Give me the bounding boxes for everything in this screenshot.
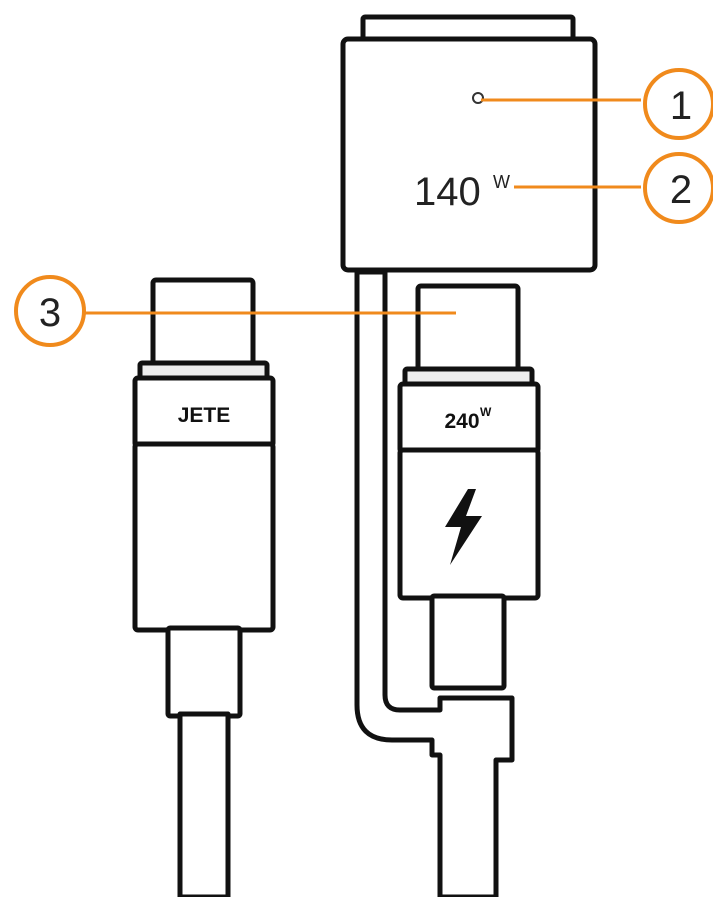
right-cable: 240 W (397, 283, 541, 691)
callout-1-number: 1 (670, 84, 692, 128)
left-cable-wire (177, 711, 231, 897)
left-cable-label: JETE (178, 404, 231, 427)
callout-2-number: 2 (670, 168, 692, 212)
callout-2-circle (643, 152, 713, 224)
callout-leaders (84, 98, 641, 315)
right-cable-wattage: 240 (444, 410, 479, 433)
adapter-wattage: 140 (414, 170, 481, 214)
left-cable: JETE (132, 277, 276, 897)
callout-3-number: 3 (39, 291, 61, 335)
right-strain-relief (429, 593, 507, 691)
adapter-body (340, 36, 598, 273)
callout-2: 2 (643, 152, 713, 224)
left-usb-c-plug (150, 277, 256, 371)
callout-1-circle (643, 68, 713, 140)
adapter-wattage-unit: W (493, 172, 510, 192)
right-cable-wattage-unit: W (480, 405, 492, 419)
callout-3: 3 (14, 275, 86, 347)
callout-1: 1 (643, 68, 713, 140)
callout-3-circle (14, 275, 86, 347)
left-strain-relief (165, 625, 243, 719)
power-adapter: 140 W (340, 14, 598, 273)
left-connector-body (132, 441, 276, 633)
adapter-cable (354, 269, 515, 897)
led-dot-icon (472, 92, 484, 104)
lightning-bolt-icon (445, 489, 482, 565)
right-usb-c-plug (415, 283, 521, 377)
